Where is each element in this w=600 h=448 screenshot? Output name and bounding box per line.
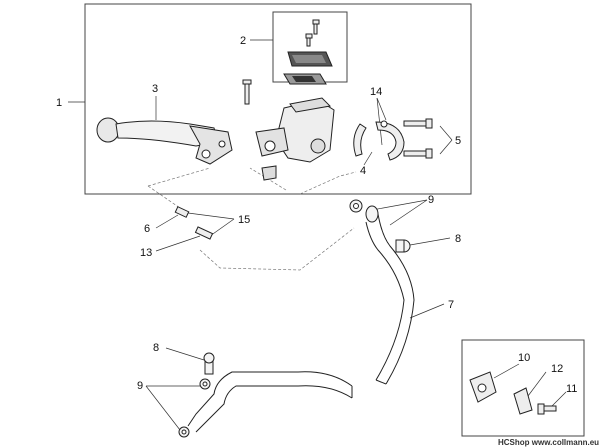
callout-14: 14 xyxy=(370,86,382,98)
dashed-guides xyxy=(147,167,357,271)
callout-9-lower: 9 xyxy=(137,380,143,392)
callout-15: 15 xyxy=(238,214,250,226)
hose-clip xyxy=(469,371,497,403)
callout-8-upper: 8 xyxy=(455,233,461,245)
callout-3: 3 xyxy=(152,83,158,95)
master-cylinder xyxy=(255,97,335,181)
pivot-pin xyxy=(174,206,214,240)
callout-2: 2 xyxy=(240,35,246,47)
clip-screw xyxy=(537,403,557,415)
callout-11: 11 xyxy=(566,383,577,395)
assembly-frame xyxy=(84,3,472,195)
callout-6: 6 xyxy=(144,223,150,235)
washers-and-bolts xyxy=(178,199,411,438)
callout-7: 7 xyxy=(448,299,454,311)
callout-13: 13 xyxy=(140,247,152,259)
accessory-kit-frame xyxy=(461,339,585,437)
callout-4: 4 xyxy=(360,165,366,177)
reservoir-frame xyxy=(272,11,348,83)
brake-hose xyxy=(187,213,415,433)
leader-lines xyxy=(68,39,567,431)
callout-8-lower: 8 xyxy=(153,342,159,354)
callout-12: 12 xyxy=(551,363,563,375)
footer-credit: HCShop www.collmann.eu xyxy=(498,438,599,447)
mount-screw xyxy=(242,79,252,105)
handlebar-clamp xyxy=(353,120,405,161)
clamp-screws xyxy=(403,118,433,159)
callout-1: 1 xyxy=(56,97,62,109)
reservoir-cover xyxy=(283,19,333,85)
brake-lever xyxy=(96,117,233,165)
callout-9-upper: 9 xyxy=(428,194,434,206)
callout-10: 10 xyxy=(518,352,530,364)
callout-5: 5 xyxy=(455,135,461,147)
spring-clip xyxy=(513,387,533,415)
